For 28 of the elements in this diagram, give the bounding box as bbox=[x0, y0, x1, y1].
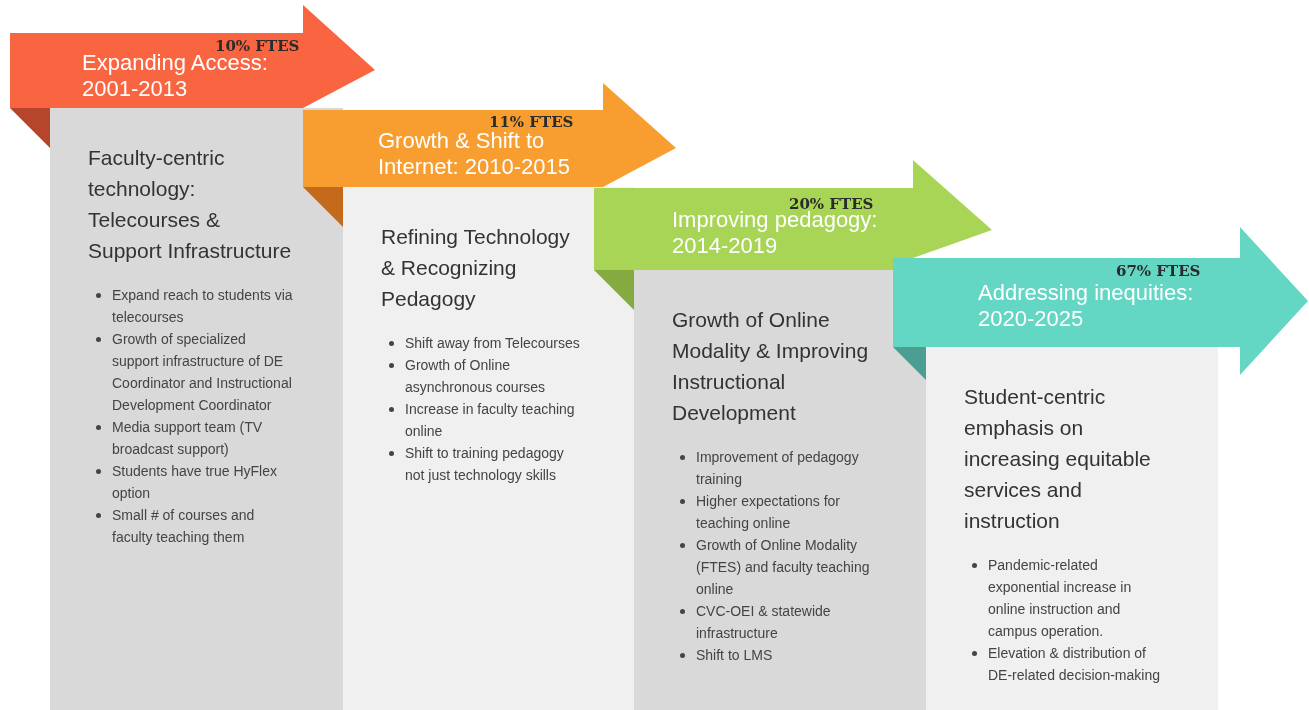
bullet-item: Growth of Online Modality (FTES) and faculty teaching online bbox=[696, 534, 878, 600]
bullet-item: Shift away from Telecourses bbox=[405, 332, 586, 354]
bullet-item: Small # of courses and faculty teaching them bbox=[112, 504, 295, 548]
bullet-item: Expand reach to students via telecourses bbox=[112, 284, 295, 328]
bullet-item: Media support team (TV broadcast support) bbox=[112, 416, 295, 460]
percentage-label: 67% FTES bbox=[1116, 262, 1201, 280]
percentage-label: 11% FTES bbox=[489, 113, 574, 131]
bullet-item: Pandemic-related exponential increase in online instruction and campus operation. bbox=[988, 554, 1170, 642]
bullet-item: Growth of Online asynchronous courses bbox=[405, 354, 586, 398]
stage-panel bbox=[50, 108, 343, 710]
stage-panel bbox=[926, 347, 1218, 710]
stage-panel bbox=[634, 270, 926, 710]
stage-title: Addressing inequities: 2020-2025 bbox=[978, 280, 1195, 332]
bullet-item: Shift to training pedagogy not just technology skills bbox=[405, 442, 586, 486]
stage-title: Growth & Shift to Internet: 2010-2015 bbox=[378, 128, 572, 180]
stage-panel bbox=[343, 187, 634, 710]
panel-heading: Faculty-centric technology: Telecourses & Support Infrastructure bbox=[88, 145, 293, 264]
bullet-item: Higher expectations for teaching online bbox=[696, 490, 878, 534]
bullet-item: Elevation & distribution of DE-related decision-making bbox=[988, 642, 1170, 686]
bullet-item: Growth of specialized support infrastructure of DE Coordinator and Instructional Development Coordinator bbox=[112, 328, 295, 416]
bullet-item: Improvement of pedagogy training bbox=[696, 446, 878, 490]
bullet-item: Increase in faculty teaching online bbox=[405, 398, 586, 442]
bullet-item: Shift to LMS bbox=[696, 644, 878, 666]
bullet-item: Students have true HyFlex option bbox=[112, 460, 295, 504]
panel-heading: Growth of Online Modality & Improving Instructional Development bbox=[672, 307, 870, 426]
panel-heading: Refining Technology & Recognizing Pedagogy bbox=[381, 224, 571, 312]
bullet-item: CVC-OEI & statewide infrastructure bbox=[696, 600, 878, 644]
panel-heading: Student-centric emphasis on increasing equitable services and instruction bbox=[964, 384, 1152, 534]
